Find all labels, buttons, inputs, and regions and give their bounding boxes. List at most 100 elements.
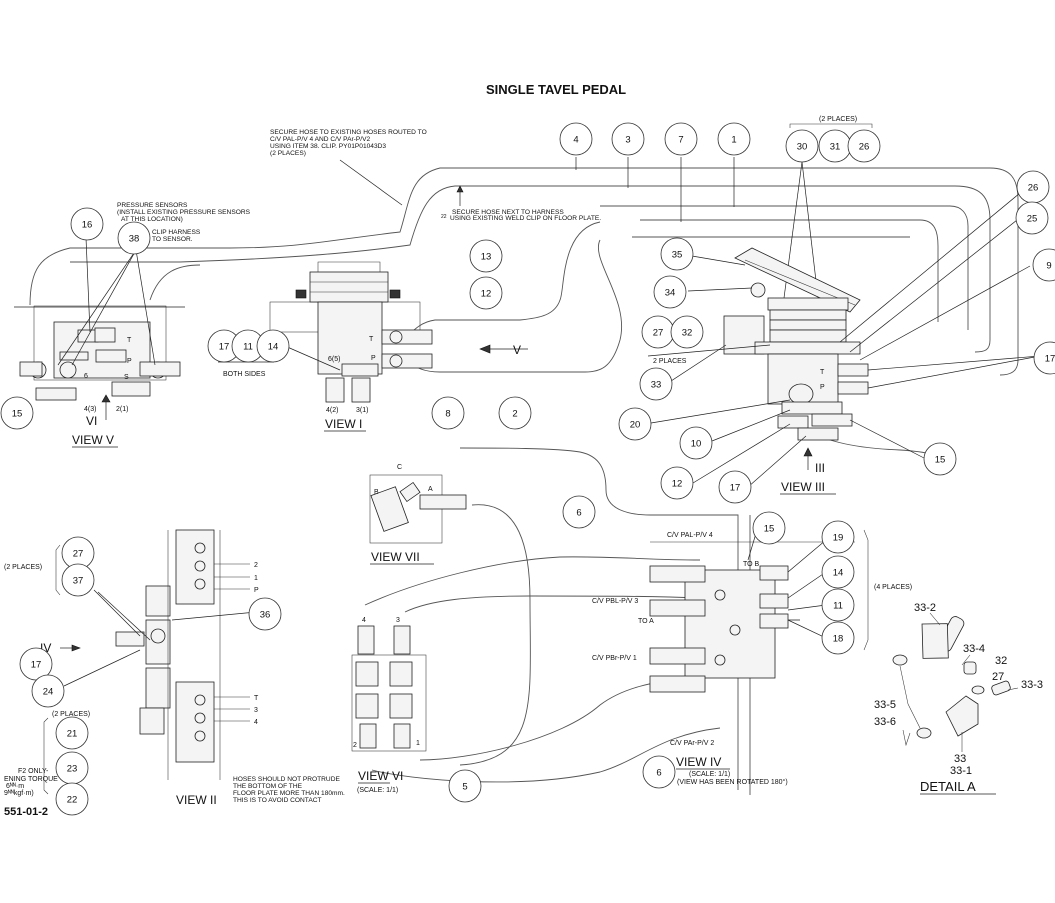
- view-vii-assembly: C B A VIEW VII: [369, 464, 467, 565]
- callout-balloon-26: 26: [1016, 170, 1050, 204]
- view-vii-caption: VIEW VII: [371, 550, 420, 564]
- callout-circle: [31, 674, 65, 708]
- callout-balloon-17: 17: [718, 470, 752, 504]
- callout-number: 16: [82, 220, 93, 231]
- view-iv-to-a: TO A: [638, 618, 654, 625]
- both-sides-note: BOTH SIDES: [223, 371, 266, 378]
- view-iv-assembly: C/V PAL-P/V 4 C/V PBL-P/V 3 C/V PBr-P/V …: [592, 529, 912, 786]
- detail-33-4: 33-4: [963, 643, 985, 655]
- view-ii-port-1: 1: [254, 575, 258, 582]
- view-iv-scale: (SCALE: 1/1): [689, 771, 730, 778]
- callout-number: 33: [651, 380, 662, 391]
- detail-33-1: 33-1: [950, 765, 972, 777]
- callout-circle: [448, 769, 482, 803]
- view-vi-port-1: 1: [416, 740, 420, 747]
- callout-number: 31: [830, 142, 841, 153]
- callout-circle: [821, 588, 855, 622]
- callout-circle: [0, 396, 34, 430]
- callout-number: 32: [682, 328, 693, 339]
- callout-number: 38: [129, 234, 140, 245]
- callout-balloon-6: 6: [642, 755, 676, 789]
- callout-number: 20: [630, 420, 641, 431]
- view-ii-caption: VIEW II: [176, 793, 217, 807]
- detail-a-caption: DETAIL A: [920, 779, 976, 794]
- callout-number: 9: [1046, 261, 1051, 272]
- view-vii-port-a: A: [428, 486, 433, 493]
- callout-circle: [1015, 201, 1049, 235]
- callout-balloon-10: 10: [679, 426, 713, 460]
- view-v-arrow-label: V: [513, 343, 521, 357]
- callout-circle: [923, 442, 957, 476]
- callout-circle: [498, 396, 532, 430]
- callout-balloon-25: 25: [1015, 201, 1049, 235]
- view-ii-assembly: 2 1 P T 3 4 IV (2 PLACES) (2 PLACES) VIE…: [4, 529, 345, 818]
- secure-note-2: C/V PAL-P/V 4 AND C/V PAr-P/V2: [270, 136, 370, 143]
- view-iii-port-t: T: [820, 369, 825, 376]
- view-i-caption: VIEW I: [325, 417, 362, 431]
- view-v-port-6: 6: [84, 373, 88, 380]
- callout-number: 6: [656, 768, 661, 779]
- view-vi-caption: VIEW VI: [358, 769, 403, 783]
- view-iv-caption: VIEW IV: [676, 755, 721, 769]
- hoses-note-4: THIS IS TO AVOID CONTACT: [233, 797, 322, 804]
- callout-circle: [256, 329, 290, 363]
- callout-number: 17: [219, 342, 230, 353]
- callout-circle: [660, 237, 694, 271]
- callout-number: 11: [243, 342, 253, 353]
- callout-balloon-17: 17: [19, 647, 53, 681]
- clip-note-1: CLIP HARNESS: [152, 229, 201, 236]
- two-places-pedal: 2 PLACES: [653, 358, 687, 365]
- callout-number: 34: [665, 288, 676, 299]
- callout-number: 12: [481, 289, 492, 300]
- callout-balloon-36: 36: [248, 597, 282, 631]
- callout-circle: [431, 396, 465, 430]
- callout-circle: [1032, 248, 1055, 282]
- detail-a-assembly: 33-2 33-4 32 27 33-3 33-5 33-6 33 33-1 D…: [874, 602, 1043, 795]
- hose-routing: [29, 167, 1019, 795]
- callout-number: 14: [833, 568, 844, 579]
- detail-33: 33: [954, 753, 966, 765]
- callout-balloon-22: 22: [55, 782, 89, 816]
- view-vi-port-4: 4: [362, 617, 366, 624]
- view-v-caption: VIEW V: [72, 433, 114, 447]
- callout-number: 14: [268, 342, 279, 353]
- callout-balloon-5: 5: [448, 769, 482, 803]
- secure-hose-notes: SECURE HOSE TO EXISTING HOSES ROUTED TO …: [270, 129, 601, 222]
- callout-circle: [660, 466, 694, 500]
- detail-33-3: 33-3: [1021, 679, 1043, 691]
- view-i-assembly: T P 6(5) 4(2) 3(1) V VIEW I BOTH SIDES: [218, 261, 528, 432]
- view-i-port-p: P: [371, 355, 376, 362]
- callout-circle: [821, 555, 855, 589]
- callout-number: 3: [625, 135, 630, 146]
- callout-circle: [664, 122, 698, 156]
- view-iv-to-b: TO B: [743, 561, 760, 568]
- view-iv-pbr: C/V PBr-P/V 1: [592, 655, 637, 662]
- torque-nm-note: 6ᴺᴺ·m: [6, 783, 24, 790]
- view-iii-caption: VIEW III: [781, 480, 825, 494]
- callout-balloon-32: 32: [670, 315, 704, 349]
- view-vi-scale: (SCALE: 1/1): [357, 787, 398, 794]
- callout-balloon-38: 38: [117, 221, 151, 255]
- callout-balloon-16: 16: [70, 207, 104, 241]
- callout-number: 21: [67, 729, 78, 740]
- callout-balloon-12: 12: [469, 276, 503, 310]
- callout-number: 26: [859, 142, 870, 153]
- callout-number: 17: [31, 660, 42, 671]
- view-vii-port-b: B: [374, 489, 379, 496]
- view-ii-port-4: 4: [254, 719, 258, 726]
- callout-number: 17: [730, 483, 741, 494]
- view-iv-rotated: (VIEW HAS BEEN ROTATED 180°): [677, 778, 788, 786]
- view-vi-arrow-label: VI: [86, 414, 97, 428]
- view-i-port-4-2: 4(2): [326, 407, 338, 414]
- callout-circle: [469, 276, 503, 310]
- callout-circle: [752, 511, 786, 545]
- two-places-left-note: (2 PLACES): [4, 564, 42, 571]
- view-v-port-2-1: 2(1): [116, 406, 128, 413]
- callout-number: 6: [576, 508, 581, 519]
- torque-kgf-note: 9ᴺᴺkgf·m): [4, 790, 34, 797]
- callout-number: 8: [445, 409, 450, 420]
- callout-balloon-23: 23: [55, 751, 89, 785]
- hoses-note-1: HOSES SHOULD NOT PROTRUDE: [233, 776, 340, 783]
